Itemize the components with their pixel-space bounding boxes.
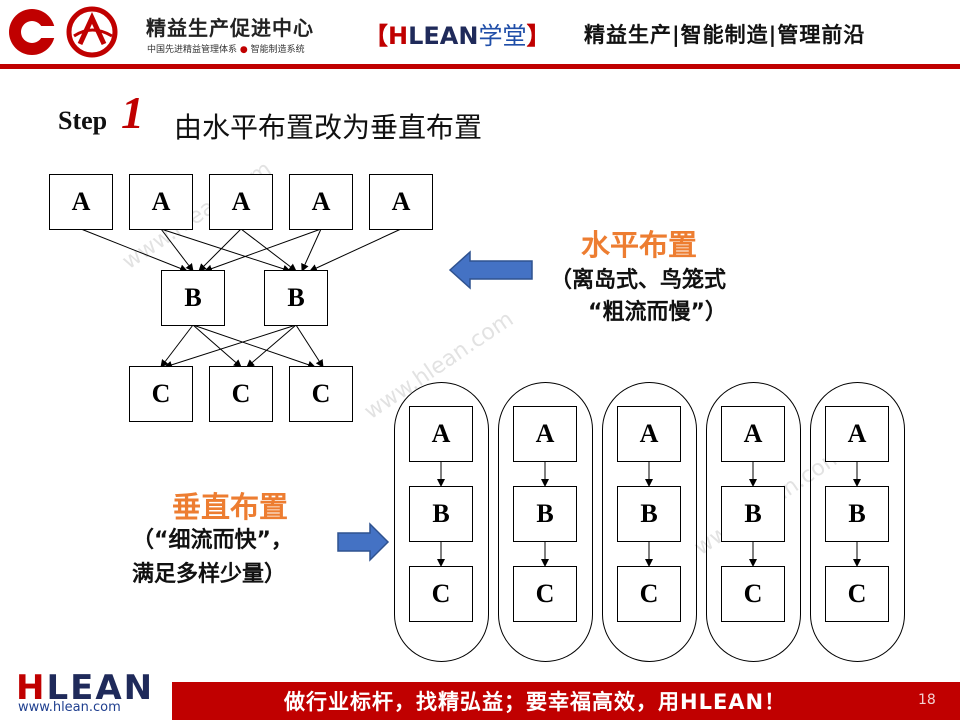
- vertical-layout-label: 垂直布置: [171, 490, 288, 524]
- line-box-c: C: [513, 566, 577, 622]
- page-number: 18: [918, 692, 936, 708]
- footer-bar: [172, 682, 960, 720]
- step-label: Step: [58, 106, 108, 135]
- line-box-b: B: [617, 486, 681, 542]
- footer-website-link[interactable]: www.hlean.com: [18, 700, 121, 715]
- tag-open-bracket: 【: [364, 22, 388, 50]
- line-box-a: A: [513, 406, 577, 462]
- arrow-left-icon: [448, 250, 533, 290]
- line-box-a: A: [617, 406, 681, 462]
- horizontal-layout-desc-line2: “粗流而慢”）: [588, 300, 727, 325]
- brand-name: 精益生产促进中心: [146, 16, 314, 40]
- process-box-b: B: [264, 270, 328, 326]
- brand-subtitle-right: 智能制造系统: [250, 45, 305, 55]
- line-box-c: C: [721, 566, 785, 622]
- line-box-b: B: [513, 486, 577, 542]
- tag-h: H: [388, 22, 409, 50]
- process-box-c: C: [289, 366, 353, 422]
- footer-logo-h: H: [16, 668, 47, 708]
- brand-subtitle-left: 中国先进精益管理体系: [147, 45, 238, 55]
- header-divider: [0, 64, 960, 69]
- line-box-c: C: [409, 566, 473, 622]
- slide-title: 由水平布置改为垂直布置: [174, 111, 483, 144]
- tag-school: 学堂: [478, 22, 527, 50]
- process-box-c: C: [209, 366, 273, 422]
- production-line-capsule: [602, 382, 697, 662]
- process-box-a: A: [289, 174, 353, 230]
- brand-subtitle: 中国先进精益管理体系 ● 智能制造系统: [147, 42, 305, 55]
- header-tagline: 精益生产|智能制造|管理前沿: [584, 23, 866, 47]
- brand-subtitle-dot: ●: [239, 45, 248, 55]
- process-box-a: A: [49, 174, 113, 230]
- footer-slogan: 做行业标杆，找精弘益；要幸福高效，用HLEAN！: [284, 690, 787, 714]
- vertical-layout-desc-line1: （“细流而快”，: [132, 528, 293, 553]
- production-line-capsule: [394, 382, 489, 662]
- line-box-b: B: [825, 486, 889, 542]
- production-line-capsule: [498, 382, 593, 662]
- process-box-a: A: [209, 174, 273, 230]
- step-number: 1: [121, 87, 144, 138]
- line-box-a: A: [721, 406, 785, 462]
- production-line-capsule: [706, 382, 801, 662]
- footer-logo-lean: LEAN: [46, 668, 155, 708]
- arrow-right-icon: [337, 522, 390, 562]
- tag-lean: LEAN: [408, 22, 479, 50]
- line-box-b: B: [409, 486, 473, 542]
- process-box-b: B: [161, 270, 225, 326]
- line-box-b: B: [721, 486, 785, 542]
- line-box-c: C: [617, 566, 681, 622]
- horizontal-layout-label: 水平布置: [580, 228, 697, 262]
- horizontal-layout-desc-line1: （离岛式、鸟笼式: [550, 268, 727, 293]
- tag-close-bracket: 】: [526, 22, 551, 50]
- process-box-c: C: [129, 366, 193, 422]
- process-box-a: A: [369, 174, 433, 230]
- footer-hlean-logo: HLEAN: [16, 668, 154, 708]
- line-box-a: A: [825, 406, 889, 462]
- line-box-a: A: [409, 406, 473, 462]
- process-box-a: A: [129, 174, 193, 230]
- line-box-c: C: [825, 566, 889, 622]
- center-logo-icon: [9, 6, 118, 58]
- hlean-school-tag: 【HLEAN学堂】: [364, 16, 550, 51]
- production-line-capsule: [810, 382, 905, 662]
- vertical-layout-desc-line2: 满足多样少量）: [132, 562, 287, 587]
